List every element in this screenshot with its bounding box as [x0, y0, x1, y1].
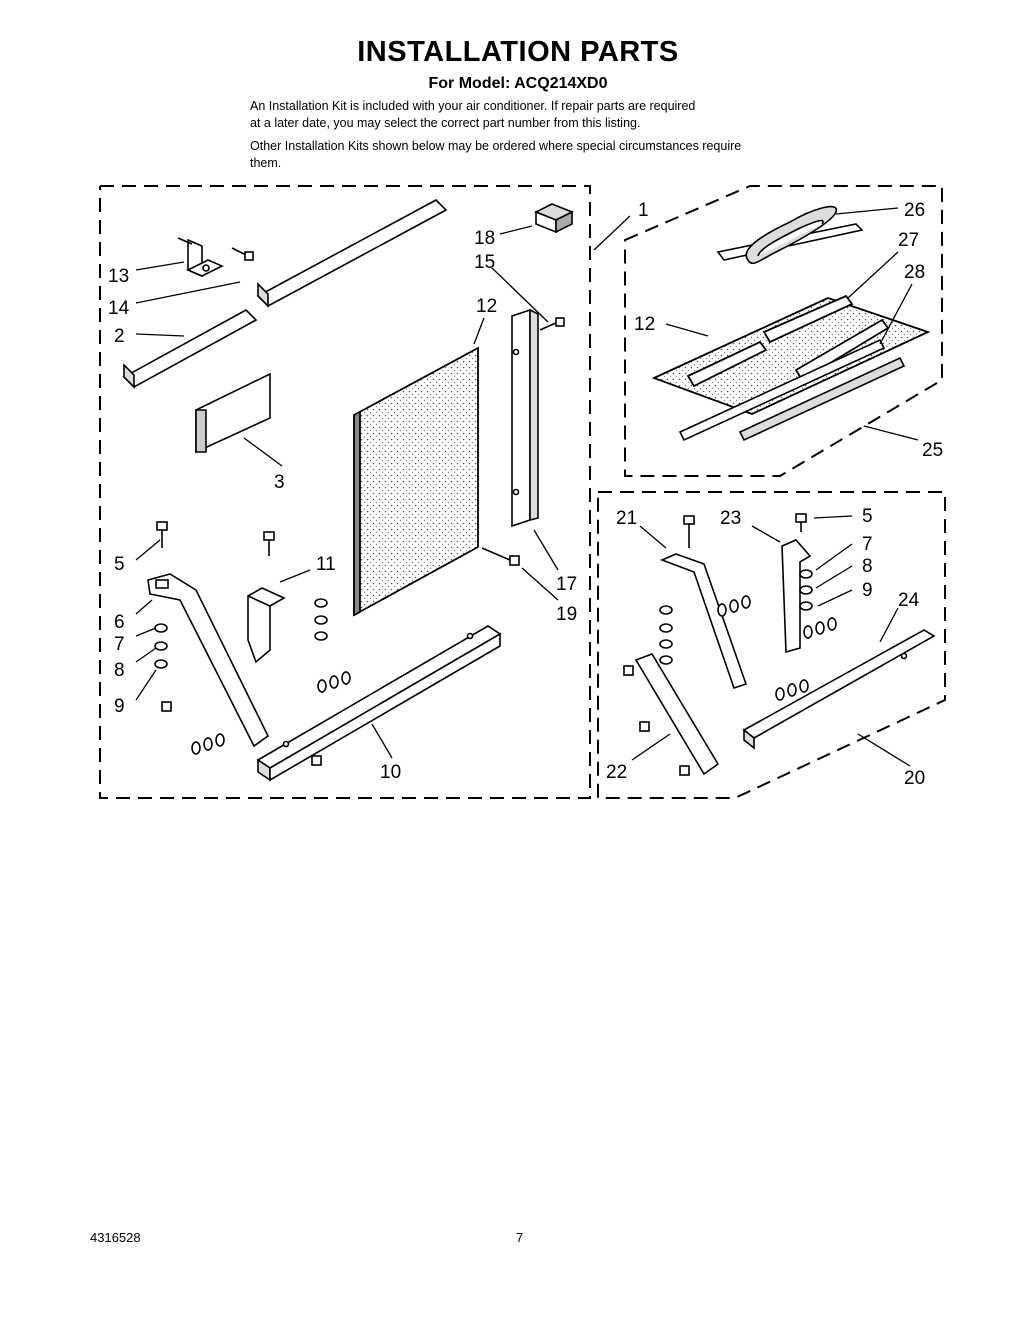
channel-17: [511, 308, 539, 528]
callout-28: 28: [904, 262, 925, 283]
callout-26: 26: [904, 200, 925, 221]
foam-board-27: [651, 294, 931, 415]
bolt-5-main: [156, 521, 168, 548]
page-title: INSTALLATION PARTS: [357, 36, 679, 68]
callout-8-kit: 8: [862, 556, 873, 577]
support-21: [659, 515, 748, 690]
callout-7: 7: [114, 634, 125, 655]
callout-13: 13: [108, 266, 129, 287]
callout-9-kit: 9: [862, 580, 873, 601]
top-rail: [256, 199, 448, 308]
support-leg-6: [147, 573, 270, 748]
callout-27: 27: [898, 230, 919, 251]
bottom-rail-10: [256, 625, 502, 782]
intro-line: them.: [250, 156, 282, 170]
screw-14: [231, 247, 254, 261]
screw-19: [481, 547, 520, 566]
callouts-kit-1: 1: [638, 200, 649, 221]
intro-paragraph-1: An Installation Kit is included with you…: [250, 98, 840, 132]
callouts-bottom-right: 21 23 5 7 8 9 24 22 20: [606, 506, 925, 789]
callout-21: 21: [616, 508, 637, 529]
channel-28: [678, 338, 906, 442]
callout-10: 10: [380, 762, 401, 783]
callout-3: 3: [274, 472, 285, 493]
bracket-13: [177, 237, 224, 278]
seal-3: [195, 372, 271, 454]
callouts-main: 13 14 2 3 5 6 7 8 9 11 12 18 15 17 19 10: [108, 228, 577, 783]
callout-14: 14: [108, 298, 130, 319]
callout-11: 11: [316, 554, 336, 575]
callout-8: 8: [114, 660, 125, 681]
callout-6: 6: [114, 612, 125, 633]
callout-7-kit: 7: [862, 534, 873, 555]
rail-24: [742, 629, 936, 750]
callout-17: 17: [556, 574, 577, 595]
bracket-11: [247, 587, 286, 664]
callout-1: 1: [638, 200, 649, 221]
intro-line: Other Installation Kits shown below may …: [250, 139, 742, 153]
model-subtitle: For Model: ACQ214XD0: [428, 75, 608, 92]
support-22: [623, 653, 720, 776]
callout-12: 12: [476, 296, 497, 317]
screw-15: [539, 317, 565, 331]
top-right-kit-border: [624, 185, 943, 477]
callout-25: 25: [922, 440, 943, 461]
callout-12-kit: 12: [634, 314, 655, 335]
leader-lines: [135, 207, 919, 767]
document-number: 4316528: [90, 1230, 141, 1245]
callout-5-kit: 5: [862, 506, 873, 527]
callout-20: 20: [904, 768, 925, 789]
side-rail-2: [122, 309, 258, 389]
callout-22: 22: [606, 762, 627, 783]
block-18: [534, 203, 574, 234]
gasket-26: [716, 205, 864, 265]
washer-stack-right: [659, 569, 837, 701]
intro-line: at a later date, you may select the corr…: [250, 116, 641, 130]
panel-12: [353, 346, 479, 617]
page-number: 7: [516, 1230, 524, 1245]
callout-24: 24: [898, 590, 920, 611]
callout-18: 18: [474, 228, 495, 249]
intro-line: An Installation Kit is included with you…: [250, 99, 696, 113]
callout-23: 23: [720, 508, 741, 529]
callout-9: 9: [114, 696, 125, 717]
main-kit-border: [99, 185, 591, 799]
intro-paragraph-2: Other Installation Kits shown below may …: [250, 138, 840, 172]
bolt-11: [263, 531, 275, 556]
callout-5: 5: [114, 554, 125, 575]
bracket-23: [781, 513, 812, 654]
callout-2: 2: [114, 326, 125, 347]
callout-19: 19: [556, 604, 577, 625]
bottom-right-kit-border: [597, 491, 946, 799]
callouts-top-right: 26 27 28 12 25: [634, 200, 943, 461]
callout-15: 15: [474, 252, 495, 273]
